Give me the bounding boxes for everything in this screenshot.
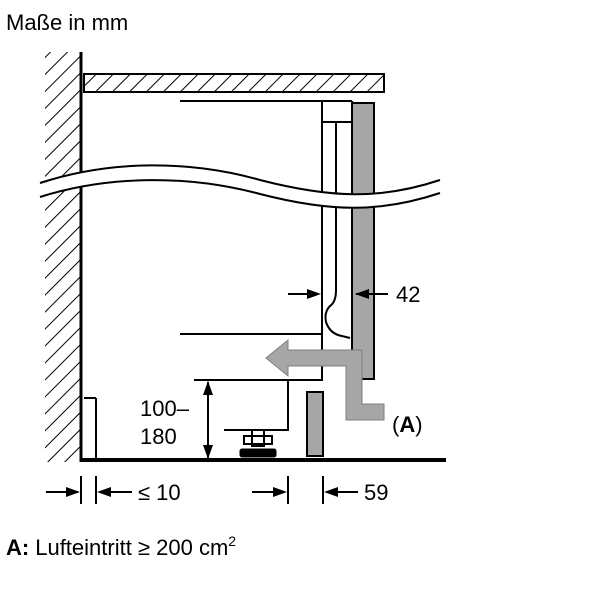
wall	[45, 52, 83, 462]
dimension-clearance-label: ≤ 10	[138, 480, 181, 505]
dimension-bottom	[46, 476, 358, 504]
dimension-42-label: 42	[396, 282, 420, 307]
dimension-height-top: 100–	[140, 396, 190, 421]
dimension-plinth-label: 59	[364, 480, 388, 505]
dimension-42	[288, 289, 388, 299]
worktop	[83, 73, 385, 93]
dimension-height-bottom: 180	[140, 424, 177, 449]
appliance-outline	[84, 100, 353, 460]
door-panel	[351, 102, 375, 380]
callout-a: (A)	[392, 412, 423, 437]
units-caption: Maße in mm	[6, 10, 128, 35]
adjustable-foot	[239, 429, 277, 458]
break-line	[39, 164, 441, 209]
dimension-height	[194, 379, 222, 459]
plinth-panel	[306, 391, 324, 457]
legend: A:Lufteintritt ≥ 200 cm2	[6, 533, 236, 560]
airflow-arrow	[265, 338, 385, 421]
